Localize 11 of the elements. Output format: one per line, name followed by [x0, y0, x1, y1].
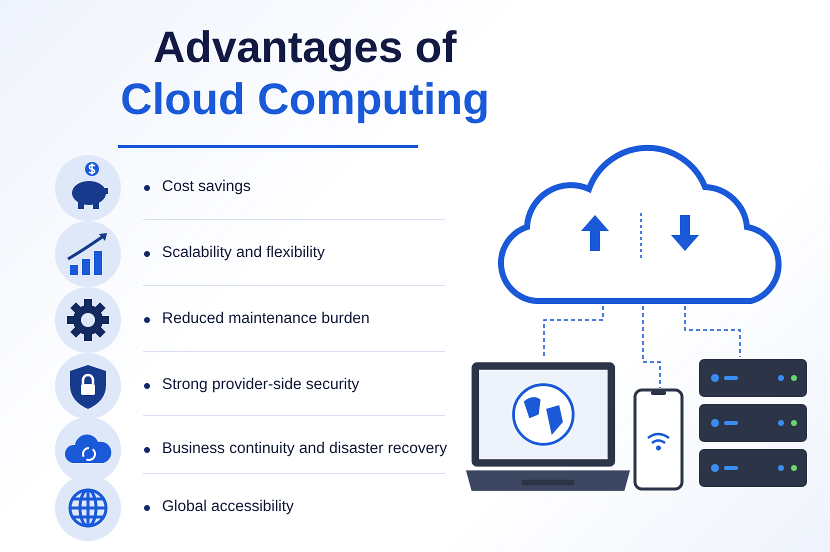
smartphone-drawing — [633, 388, 684, 491]
dashed-connector — [543, 306, 604, 358]
dashed-connector — [642, 306, 661, 388]
dashed-connector — [684, 306, 741, 357]
list-item-text: Business continuity and disaster recovery — [162, 440, 448, 458]
list-item-text: Strong provider-side security — [162, 376, 360, 394]
list-item-text: Global accessibility — [162, 498, 294, 516]
list-item-text: Scalability and flexibility — [162, 244, 325, 262]
list-item-text: Reduced maintenance burden — [162, 310, 370, 328]
title: Advantages of Cloud Computing — [119, 22, 490, 126]
list-item-text: Cost savings — [162, 178, 251, 196]
